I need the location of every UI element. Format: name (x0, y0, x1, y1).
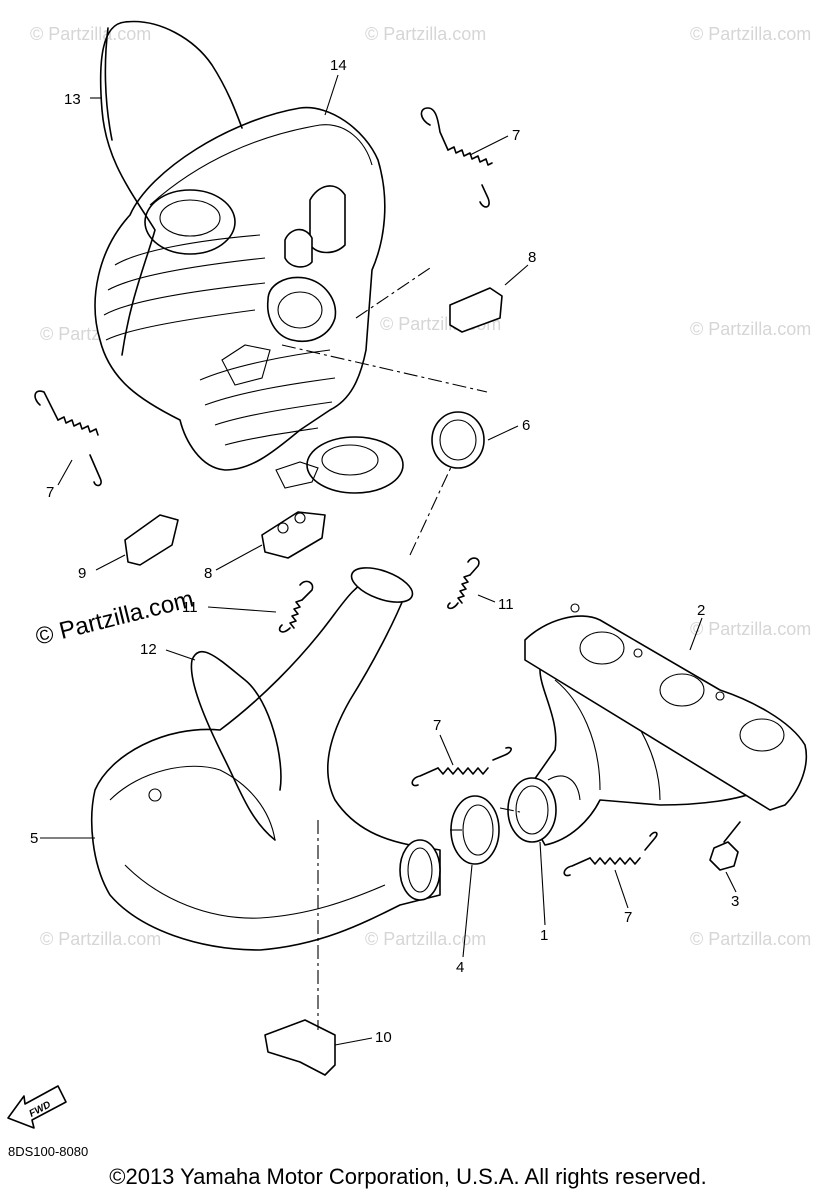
callout-8: 8 (528, 249, 536, 266)
exhaust-pipe (90, 567, 441, 951)
callout-2: 2 (697, 602, 705, 619)
assembly-lines (281, 267, 521, 1030)
spring-mid (411, 746, 512, 787)
copyright-notice: ©2013 Yamaha Motor Corporation, U.S.A. A… (109, 1164, 707, 1189)
watermark: © Partzilla.com (690, 319, 811, 339)
spring-11-left (278, 580, 314, 633)
spring-11-right (447, 557, 480, 610)
watermark: © Partzilla.com (365, 24, 486, 44)
joint-ring (450, 795, 500, 865)
diagram-code: 8DS100-8080 (8, 1144, 89, 1159)
callout-8: 8 (204, 565, 212, 582)
muffler-chamber (94, 106, 404, 494)
callout-7: 7 (512, 127, 520, 144)
fwd-arrow-icon: FWD (7, 1085, 67, 1129)
watermark: © Partzilla.com (690, 929, 811, 949)
bracket-10 (264, 1019, 336, 1076)
spring-top (420, 107, 493, 208)
callout-labels: 13 14 7 8 6 7 9 8 11 11 12 2 7 5 1 4 7 3… (30, 57, 739, 1046)
callout-1: 1 (540, 927, 548, 944)
callout-12: 12 (140, 641, 157, 658)
manifold-bolt (709, 821, 741, 871)
damper-8-bottom (261, 511, 326, 559)
watermark: © Partzilla.com (30, 24, 151, 44)
damper-8-top (449, 287, 503, 333)
watermark: © Partzilla.com (690, 24, 811, 44)
spring-left (34, 390, 102, 487)
hanger-rod (99, 20, 243, 356)
callout-11: 11 (182, 599, 198, 616)
callout-7: 7 (624, 909, 632, 926)
pipe-hanger (190, 650, 282, 841)
callout-3: 3 (731, 893, 739, 910)
callout-13: 13 (64, 91, 81, 108)
callout-6: 6 (522, 417, 530, 434)
leader-lines (40, 74, 737, 1046)
watermark: © Partzilla.com (690, 619, 811, 639)
spring-bottom (563, 831, 658, 877)
watermark: © Partzilla.com (40, 929, 161, 949)
callout-5: 5 (30, 830, 38, 847)
watermark-main: © Partzilla.com (33, 586, 196, 651)
callout-9: 9 (78, 565, 86, 582)
callout-7: 7 (433, 717, 441, 734)
callout-14: 14 (330, 57, 347, 74)
damper-9 (124, 514, 179, 566)
callout-11: 11 (498, 596, 514, 613)
manifold-gasket (524, 603, 808, 811)
callout-10: 10 (375, 1029, 392, 1046)
callout-4: 4 (456, 959, 464, 976)
watermark: © Partzilla.com (365, 929, 486, 949)
callout-7: 7 (46, 484, 54, 501)
gasket-ring (431, 411, 485, 469)
